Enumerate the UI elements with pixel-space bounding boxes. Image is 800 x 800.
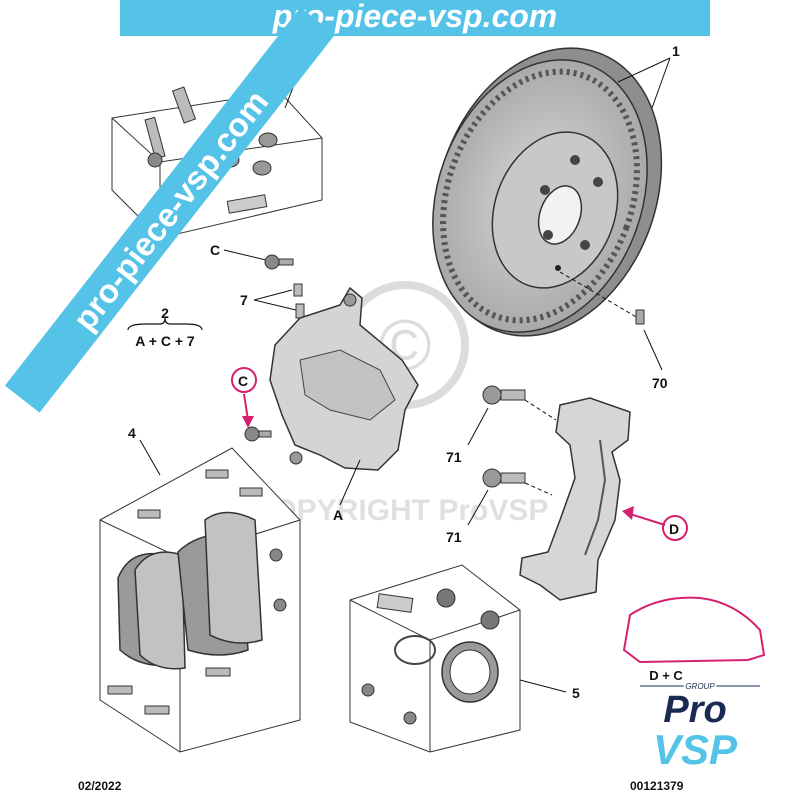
grease-tube-icon bbox=[226, 194, 268, 214]
label-5: 5 bbox=[572, 685, 580, 701]
highlight-circle bbox=[662, 515, 688, 541]
caliper-repair-kit-box: 5 bbox=[349, 564, 580, 753]
bolt-icon bbox=[264, 254, 280, 270]
bolt-icon bbox=[269, 548, 283, 562]
clip-icon bbox=[205, 667, 231, 677]
bolt-icon bbox=[482, 385, 502, 405]
footer-code: 00121379 bbox=[630, 779, 684, 793]
guide-pin-icon bbox=[171, 86, 197, 124]
bracket-callout: D bbox=[622, 506, 688, 541]
logo-group-text: GROUP bbox=[685, 682, 715, 691]
kit-2-group: 2 A + C + 7 bbox=[127, 305, 203, 349]
bolt-icon bbox=[244, 426, 260, 442]
watermark-copyright: COPYRIGHT ProVSP bbox=[252, 494, 549, 527]
arrow-icon bbox=[242, 416, 254, 428]
bolt-c-top: C bbox=[210, 242, 294, 270]
brake-pad-set-box: 4 bbox=[99, 425, 301, 753]
bolt-icon bbox=[403, 711, 417, 725]
clip-icon bbox=[205, 469, 229, 479]
bolt-icon bbox=[147, 152, 163, 168]
label-71-bottom: 71 bbox=[446, 529, 462, 545]
bolt-71-top: 71 bbox=[446, 385, 557, 465]
brake-disc bbox=[432, 47, 663, 337]
seal-ring-icon bbox=[394, 635, 436, 665]
boot-icon bbox=[480, 610, 500, 630]
bolt-icon bbox=[482, 468, 502, 488]
provsp-logo: D + C GROUP Pro VSP bbox=[622, 596, 766, 773]
label-a: A bbox=[333, 507, 343, 523]
clip-icon bbox=[137, 509, 161, 519]
boot-icon bbox=[252, 160, 272, 176]
label-2: 2 bbox=[161, 305, 169, 321]
clip-icon bbox=[107, 685, 133, 695]
bolt-icon bbox=[361, 683, 375, 697]
logo-formula: D + C bbox=[649, 668, 683, 683]
grease-tube-icon bbox=[376, 593, 414, 613]
bolt-c-circled: C bbox=[231, 367, 272, 442]
top-banner: pro-piece-vsp.com bbox=[120, 0, 710, 36]
label-71-top: 71 bbox=[446, 449, 462, 465]
bolt-thread-icon bbox=[258, 430, 272, 438]
bleed-screw-icon bbox=[295, 303, 305, 319]
label-c-circled: C bbox=[238, 373, 248, 389]
clip-icon bbox=[239, 487, 263, 497]
bolt-icon bbox=[273, 598, 287, 612]
label-7: 7 bbox=[240, 292, 248, 308]
highlight-circle bbox=[231, 367, 257, 393]
banner-background bbox=[120, 0, 710, 36]
car-outline-icon bbox=[622, 596, 766, 664]
bleed-screw-icon bbox=[293, 283, 303, 297]
logo-vsp-text: VSP bbox=[653, 726, 738, 773]
logo-pro-text: Pro bbox=[663, 689, 726, 731]
footer-date: 02/2022 bbox=[78, 779, 122, 793]
label-c-top: C bbox=[210, 242, 220, 258]
screw-70: 70 bbox=[559, 271, 668, 391]
brake-pad-icon bbox=[204, 511, 263, 644]
bleed-screws-7: 7 bbox=[240, 283, 305, 319]
caliper-bracket-d bbox=[519, 397, 631, 601]
disc-callout: 1 bbox=[617, 43, 680, 109]
bolt-71-bottom: 71 bbox=[446, 468, 553, 545]
label-70: 70 bbox=[652, 375, 668, 391]
screw-70-icon bbox=[635, 309, 645, 325]
arrow-icon bbox=[622, 506, 634, 520]
clip-icon bbox=[144, 705, 170, 715]
bolt-thread-icon bbox=[500, 389, 526, 401]
label-1: 1 bbox=[672, 43, 680, 59]
label-4: 4 bbox=[128, 425, 136, 441]
brake-pad-icon bbox=[134, 551, 186, 670]
boot-icon bbox=[436, 588, 456, 608]
caliper-a: A bbox=[269, 286, 419, 523]
bolt-thread-icon bbox=[500, 472, 526, 484]
bolt-thread-icon bbox=[278, 258, 294, 266]
label-d: D bbox=[669, 521, 679, 537]
label-2-formula: A + C + 7 bbox=[135, 333, 195, 349]
boot-icon bbox=[258, 132, 278, 148]
